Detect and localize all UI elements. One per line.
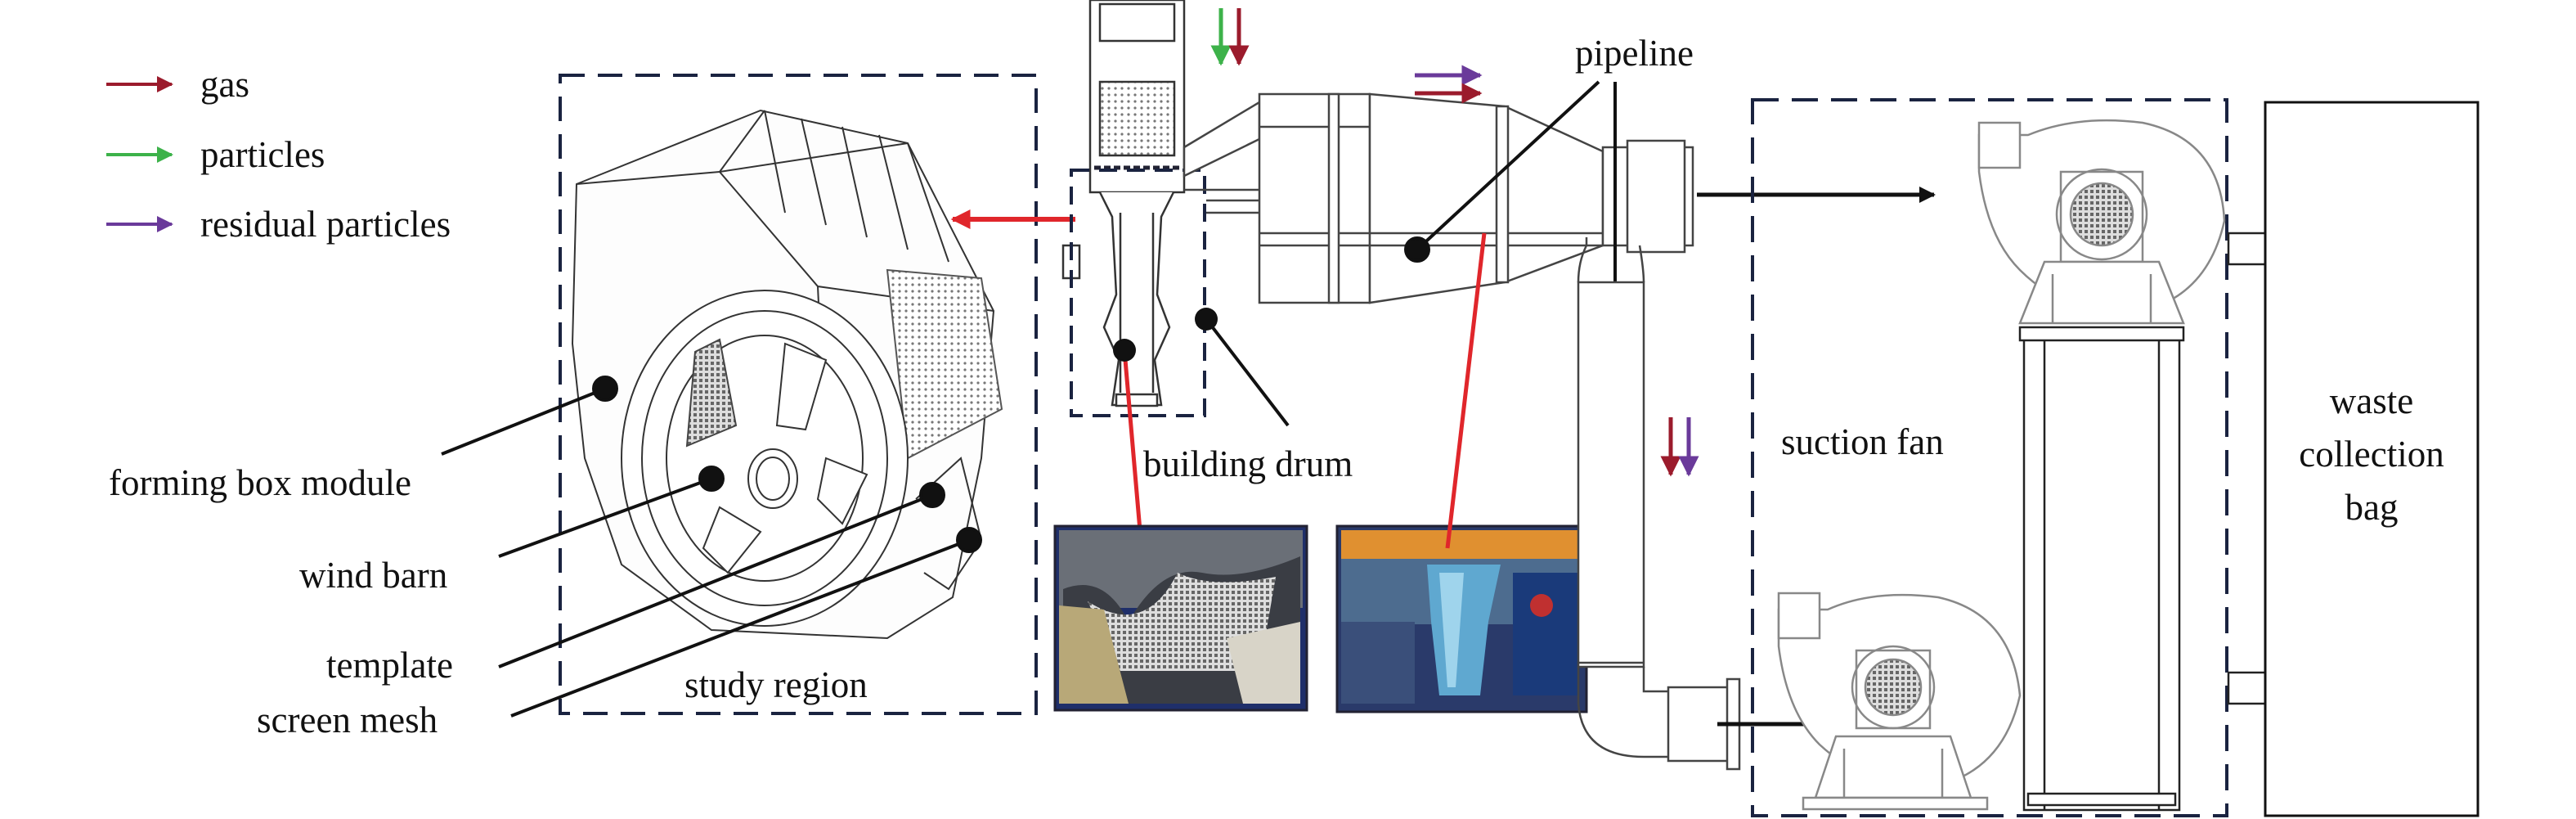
suction-fan-box (1751, 98, 2228, 817)
label-waste-line3: bag (2345, 487, 2399, 528)
building-drum-box (1070, 169, 1206, 417)
vertical-pipe (1577, 237, 1741, 771)
legend-residual-label: residual particles (200, 204, 451, 245)
photo-equipment (1335, 524, 1588, 713)
left-leaders (441, 376, 982, 718)
label-forming-box-module: forming box module (109, 462, 411, 503)
study-region-box (559, 74, 1038, 715)
legend: gas particles residual particles (106, 64, 451, 245)
upper-suction-fan (1977, 119, 2226, 325)
label-pipeline: pipeline (1575, 33, 1694, 74)
label-suction-fan: suction fan (1781, 421, 1944, 462)
label-waste-line1: waste (2330, 380, 2413, 421)
photo-drum-interior (1053, 524, 1308, 712)
forming-box-module-drawing (571, 109, 1003, 640)
red-leader-photo1 (1122, 349, 1143, 541)
waste-collection-bag (2264, 101, 2480, 817)
label-wind-barn: wind barn (299, 555, 447, 596)
building-drum-leader-dot (1195, 308, 1218, 331)
lower-suction-fan (1777, 592, 2022, 811)
collector-column (2018, 326, 2185, 812)
waste-bag-connectors (2227, 232, 2267, 705)
red-leader-photo2 (1445, 232, 1487, 549)
label-building-drum: building drum (1143, 443, 1353, 484)
label-waste-line2: collection (2299, 434, 2444, 475)
legend-gas-label: gas (200, 64, 249, 105)
label-study-region: study region (684, 664, 868, 705)
label-template: template (326, 645, 453, 686)
label-screen-mesh: screen mesh (257, 700, 438, 740)
legend-particles-label: particles (200, 134, 325, 175)
drum-inner-dot (1113, 339, 1136, 362)
building-drum-leader (1205, 317, 1290, 427)
